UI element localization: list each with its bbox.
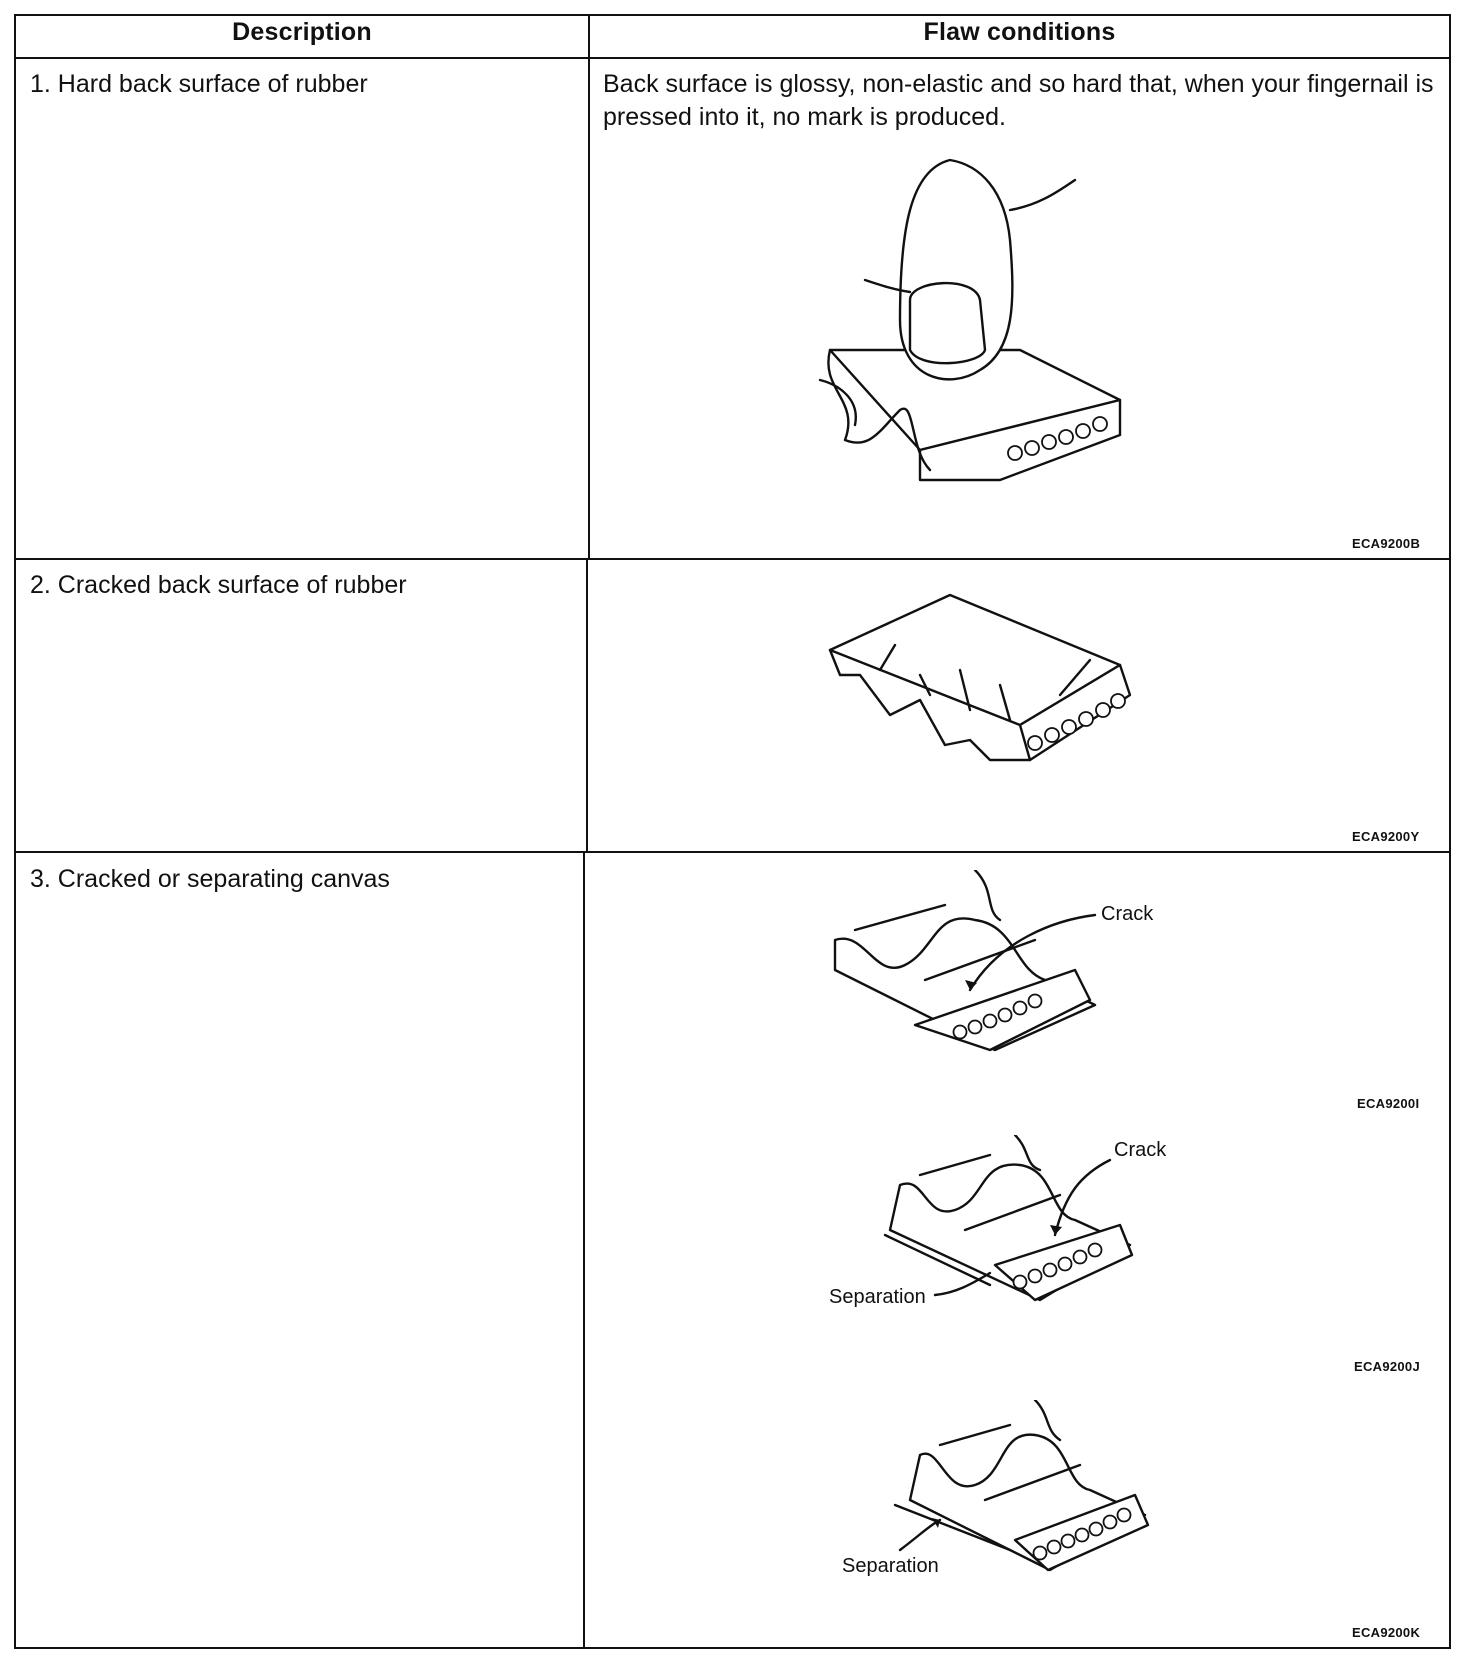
separation-label-1: Separation (829, 1286, 926, 1308)
cracked-back-belt-illustration (828, 593, 1132, 762)
canvas-separation-illustration (893, 1400, 1150, 1572)
row-1-condition: Back surface is glossy, non-elastic and … (603, 70, 1434, 131)
header-flaw-conditions: Flaw conditions (923, 18, 1116, 46)
row-1-description: 1. Hard back surface of rubber (30, 70, 368, 98)
fingernail-belt-illustration (818, 158, 1122, 482)
separation-label-2: Separation (842, 1555, 939, 1577)
canvas-crack-separation-illustration (883, 1135, 1134, 1302)
figure-code-row-1: ECA9200B (1352, 536, 1421, 551)
figure-code-row-3-b: ECA9200J (1354, 1359, 1420, 1374)
figure-code-row-3-c: ECA9200K (1352, 1625, 1421, 1640)
figure-code-row-2: ECA9200Y (1352, 829, 1420, 844)
figure-code-row-3-a: ECA9200I (1357, 1096, 1420, 1111)
crack-label-1: Crack (1101, 903, 1154, 925)
crack-label-2: Crack (1114, 1139, 1167, 1161)
row-3-description: 3. Cracked or separating canvas (30, 865, 390, 893)
canvas-crack-illustration-1 (833, 870, 1097, 1052)
header-description: Description (232, 18, 372, 46)
row-2-description: 2. Cracked back surface of rubber (30, 571, 407, 599)
